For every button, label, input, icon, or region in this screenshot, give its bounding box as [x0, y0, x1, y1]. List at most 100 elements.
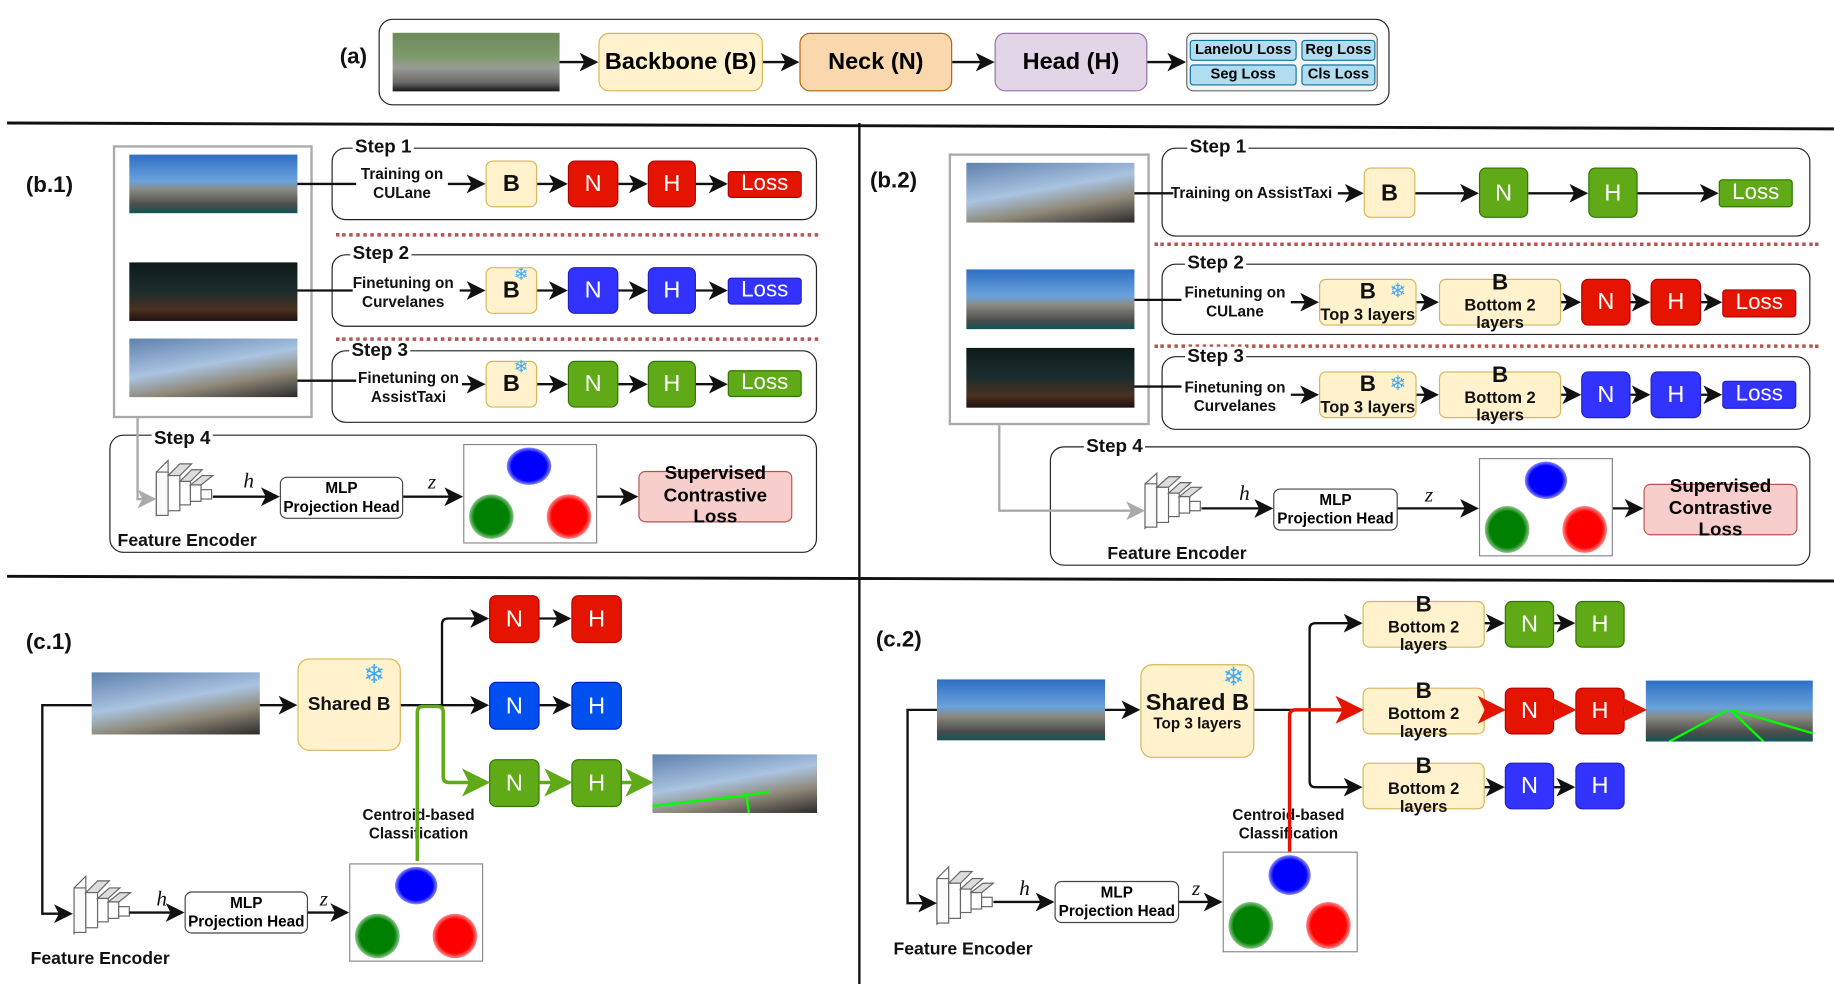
loss-line1: Supervised	[1669, 477, 1772, 498]
b1-s2-loss: Loss	[727, 277, 802, 305]
block-sublabel: Bottom 2 layers	[1387, 617, 1460, 655]
b2-s1-head: H	[1588, 167, 1638, 218]
desc-line1: Finetuning on	[358, 368, 460, 387]
block-label: Shared B	[1145, 689, 1249, 716]
cls-loss: Cls Loss	[1301, 64, 1376, 86]
snowflake-icon: ❄	[1389, 279, 1407, 303]
cluster-blue	[395, 866, 438, 905]
mlp-line1: MLP	[1100, 882, 1133, 901]
desc-line2: Curvelanes	[362, 292, 445, 310]
block-label: B	[1491, 270, 1509, 296]
mlp-line1: MLP	[325, 478, 358, 497]
loss-line1: Supervised	[664, 464, 767, 485]
snowflake-icon: ❄	[1222, 661, 1245, 692]
b2-step4-title: Step 4	[1083, 436, 1146, 459]
b1-step3-title: Step 3	[349, 340, 411, 362]
desc-line1: Finetuning on	[1184, 283, 1286, 302]
c1-branch3-neck: N	[489, 759, 540, 808]
c1-output-lane-image	[652, 754, 818, 813]
detected-lane-overlay	[652, 790, 771, 813]
b2-embedding-scatter	[1478, 458, 1613, 557]
desc-line1: Finetuning on	[352, 274, 454, 292]
cluster-red	[546, 494, 592, 539]
b2-h-symbol: h	[1239, 481, 1250, 505]
backbone-block: Backbone (B)	[598, 32, 763, 92]
snowflake-icon: ❄	[363, 659, 385, 689]
desc-line1: Finetuning on	[1184, 378, 1286, 396]
cluster-green	[355, 913, 400, 959]
block-sublabel: Bottom 2 layers	[1464, 295, 1536, 333]
mlp-line1: MLP	[230, 893, 263, 912]
b1-s2-head: H	[647, 267, 696, 314]
detected-lane-overlay	[1668, 708, 1813, 742]
b2-z-symbol: z	[1424, 482, 1434, 507]
cluster-green	[1228, 901, 1274, 949]
b2-s1-neck: N	[1478, 167, 1529, 218]
b1-s2-backbone: B	[485, 267, 538, 314]
b2-step3-title: Step 3	[1185, 346, 1247, 368]
b1-feature-encoder-label: Feature Encoder	[117, 530, 257, 551]
mlp-line2: Projection Head	[188, 912, 305, 931]
assisttaxi-input-image	[91, 672, 260, 735]
b1-s3-backbone: B	[485, 360, 538, 408]
b1-step4-title: Step 4	[151, 428, 213, 450]
b1-h-symbol: h	[243, 468, 254, 492]
neck-block: Neck (N)	[799, 32, 953, 92]
desc-line2: CULane	[373, 183, 431, 202]
cluster-red	[432, 913, 478, 959]
seg-loss: Seg Loss	[1189, 64, 1297, 86]
desc-line2: Curvelanes	[1193, 396, 1277, 415]
curvelanes-image	[129, 262, 298, 321]
block-sublabel: Top 3 layers	[1153, 714, 1242, 732]
reg-loss: Reg Loss	[1301, 39, 1376, 61]
cluster-blue	[506, 447, 552, 485]
c1-z-symbol: z	[319, 886, 329, 911]
loss-line2: Contrastive Loss	[1668, 498, 1773, 541]
panel-b1-label: (b.1)	[25, 173, 74, 198]
cluster-green	[1484, 506, 1530, 553]
b2-step1-title: Step 1	[1187, 137, 1249, 159]
b1-step2-title: Step 2	[350, 243, 412, 265]
c1-branch2-neck: N	[489, 681, 540, 730]
step-separator	[1154, 242, 1819, 246]
b2-s1-loss: Loss	[1718, 179, 1793, 208]
b1-s3-neck: N	[567, 360, 619, 408]
snowflake-icon: ❄	[513, 357, 529, 378]
assisttaxi-image	[129, 338, 298, 398]
mlp-line1: MLP	[1319, 490, 1352, 509]
b2-s2-neck: N	[1581, 278, 1631, 326]
c1-branch1-head: H	[571, 595, 622, 644]
mlp-line2: Projection Head	[283, 497, 400, 516]
mlp-line2: Projection Head	[1277, 509, 1394, 528]
c2-branch3-head: H	[1575, 762, 1625, 810]
desc-line2: AssistTaxi	[370, 387, 447, 405]
desc-line1: Training on	[360, 165, 444, 183]
desc-line2: CULane	[1206, 301, 1264, 320]
block-sublabel: Bottom 2 layers	[1387, 704, 1460, 741]
b2-feature-encoder-label: Feature Encoder	[1107, 543, 1247, 564]
block-label: B	[1415, 592, 1432, 618]
culane-input-image	[936, 679, 1106, 741]
block-sublabel: Top 3 layers	[1320, 304, 1416, 324]
b2-s3-loss: Loss	[1722, 380, 1797, 409]
b2-s1-backbone: B	[1363, 167, 1416, 218]
block-label: B	[1359, 372, 1376, 397]
